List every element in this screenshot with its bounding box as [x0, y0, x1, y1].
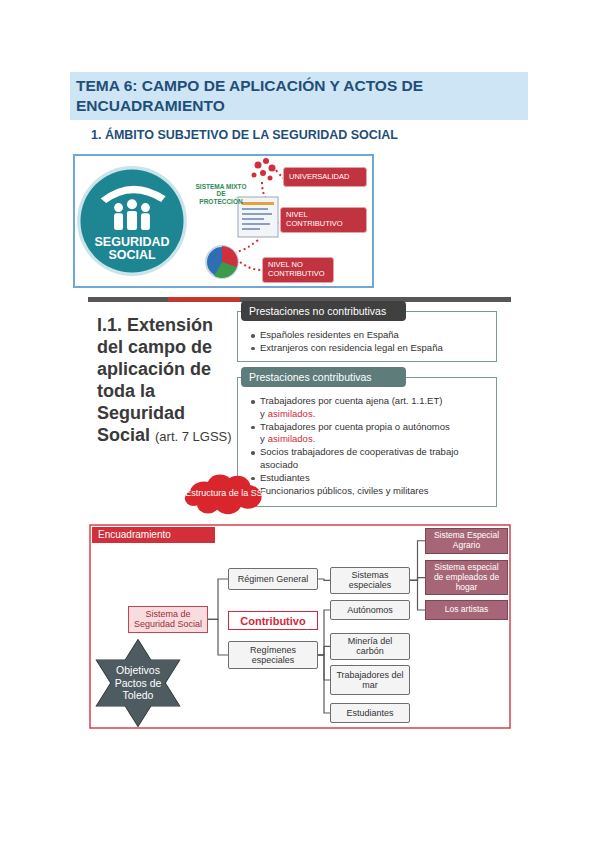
- node-text: NIVEL CONTRIBUTIVO: [286, 211, 361, 228]
- title-band: TEMA 6: CAMPO DE APLICACIÓN Y ACTOS DE E…: [70, 72, 528, 120]
- node-text: Sistema Especial Agrario: [430, 531, 503, 551]
- node-text: UNIVERSALIDAD: [289, 173, 349, 182]
- image-frame: [90, 525, 510, 728]
- bullet-text: Funcionarios públicos, civiles y militar…: [260, 485, 428, 496]
- connector-line: [410, 580, 425, 610]
- bullet-item: Extranjeros con residencia legal en Espa…: [250, 342, 488, 355]
- document-icon: [238, 197, 278, 237]
- connector-line: [410, 541, 425, 581]
- node-text: Contributivo: [240, 615, 305, 627]
- bullet-item: Españoles residentes en España: [250, 329, 488, 342]
- node-text: Los artistas: [445, 605, 488, 615]
- regime-box: Régimen General: [228, 568, 318, 590]
- section-heading: 1. ÁMBITO SUBJETIVO DE LA SEGURIDAD SOCI…: [91, 128, 398, 142]
- bullet-text: Socios trabajadores de cooperativas de t…: [260, 446, 459, 470]
- system-caption: SISTEMA MIXTO DE PROTECCIÓN: [195, 183, 247, 205]
- node-text: Sistema de Seguridad Social: [133, 609, 203, 630]
- special-system-box: Sistema Especial Agrario: [425, 528, 508, 554]
- system-box: Sistemas especiales: [330, 567, 410, 594]
- special-regime-box: Trabajadores del mar: [330, 665, 410, 695]
- bullet-item: Trabajadores por cuenta propia o autónom…: [250, 421, 488, 447]
- node-text: SEGURIDAD SOCIAL: [76, 236, 188, 264]
- special-system-box: Sistema especial de empleados de hogar: [425, 560, 508, 595]
- level-box: NIVEL CONTRIBUTIVO: [280, 207, 367, 233]
- panel-header: Prestaciones no contributivas: [241, 301, 406, 321]
- node-text: Sistemas especiales: [335, 570, 405, 591]
- node-text: Trabajadores del mar: [335, 670, 405, 691]
- node-text: Estudiantes: [346, 708, 393, 718]
- section-tab: Encuadramiento: [92, 527, 215, 543]
- slide-heading-text: I.1. Extensión del campo de aplicación d…: [97, 315, 213, 445]
- node-text: Estructura de la SS: [185, 489, 263, 499]
- highlight-word: asimilados.: [268, 408, 316, 419]
- node-text: Régimen General: [238, 574, 309, 584]
- node-text: NIVEL NO CONTRIBUTIVO: [268, 261, 328, 278]
- regime-box: Regímenes especiales: [228, 641, 318, 669]
- bullet-text: Estudiantes: [260, 472, 310, 483]
- level-tag: Contributivo: [228, 611, 318, 630]
- connector-line: [208, 619, 228, 655]
- cloud-callout: Estructura de la SS: [184, 473, 264, 515]
- node-text: Encuadramiento: [98, 529, 209, 540]
- node-text: Objetivos Pactos de Toledo: [106, 664, 170, 702]
- bullet-item: Trabajadores por cuenta ajena (art. 1.1.…: [250, 395, 488, 421]
- image-frame: [74, 155, 373, 287]
- level-box: UNIVERSALIDAD: [283, 167, 367, 187]
- node-text: Minería del carbón: [335, 636, 405, 657]
- special-regime-box: Minería del carbón: [330, 633, 410, 660]
- connector-line: [318, 579, 330, 580]
- pie-chart: [206, 246, 238, 278]
- connector-line: [318, 610, 330, 655]
- panel-header: Prestaciones contributivas: [241, 367, 406, 387]
- hexagram-callout: Objetivos Pactos de Toledo: [92, 639, 184, 727]
- highlight-word: asimilados.: [268, 433, 316, 444]
- connector-line: [318, 655, 330, 713]
- dot-cluster: [252, 158, 276, 181]
- bullet-item: Socios trabajadores de cooperativas de t…: [250, 446, 488, 472]
- benefit-panel: Prestaciones no contributivasEspañoles r…: [237, 311, 497, 362]
- bullet-text: Españoles residentes en España: [260, 329, 399, 340]
- benefit-panel: Prestaciones contributivasTrabajadores p…: [237, 377, 497, 507]
- article-ref: (art. 7 LGSS): [155, 429, 232, 444]
- root-box: Sistema de Seguridad Social: [128, 606, 208, 633]
- slide-heading: I.1. Extensión del campo de aplicación d…: [97, 314, 237, 448]
- bullet-item: Estudiantes: [250, 472, 488, 485]
- top-bar: [168, 297, 240, 302]
- special-system-box: Los artistas: [425, 600, 508, 620]
- title-text: TEMA 6: CAMPO DE APLICACIÓN Y ACTOS DE E…: [76, 76, 522, 116]
- special-regime-box: Autónomos: [330, 600, 410, 620]
- node-text: Autónomos: [347, 605, 393, 615]
- node-text: Sistema especial de empleados de hogar: [430, 563, 503, 592]
- logo-circle: SEGURIDAD SOCIAL: [76, 165, 188, 277]
- level-box: NIVEL NO CONTRIBUTIVO: [262, 257, 334, 283]
- special-regime-box: Estudiantes: [330, 703, 410, 723]
- connector-line: [208, 579, 228, 619]
- bullet-item: Funcionarios públicos, civiles y militar…: [250, 485, 488, 498]
- bullet-text: Extranjeros con residencia legal en Espa…: [260, 342, 443, 353]
- node-text: Regímenes especiales: [233, 645, 313, 666]
- connector-line: [318, 646, 330, 655]
